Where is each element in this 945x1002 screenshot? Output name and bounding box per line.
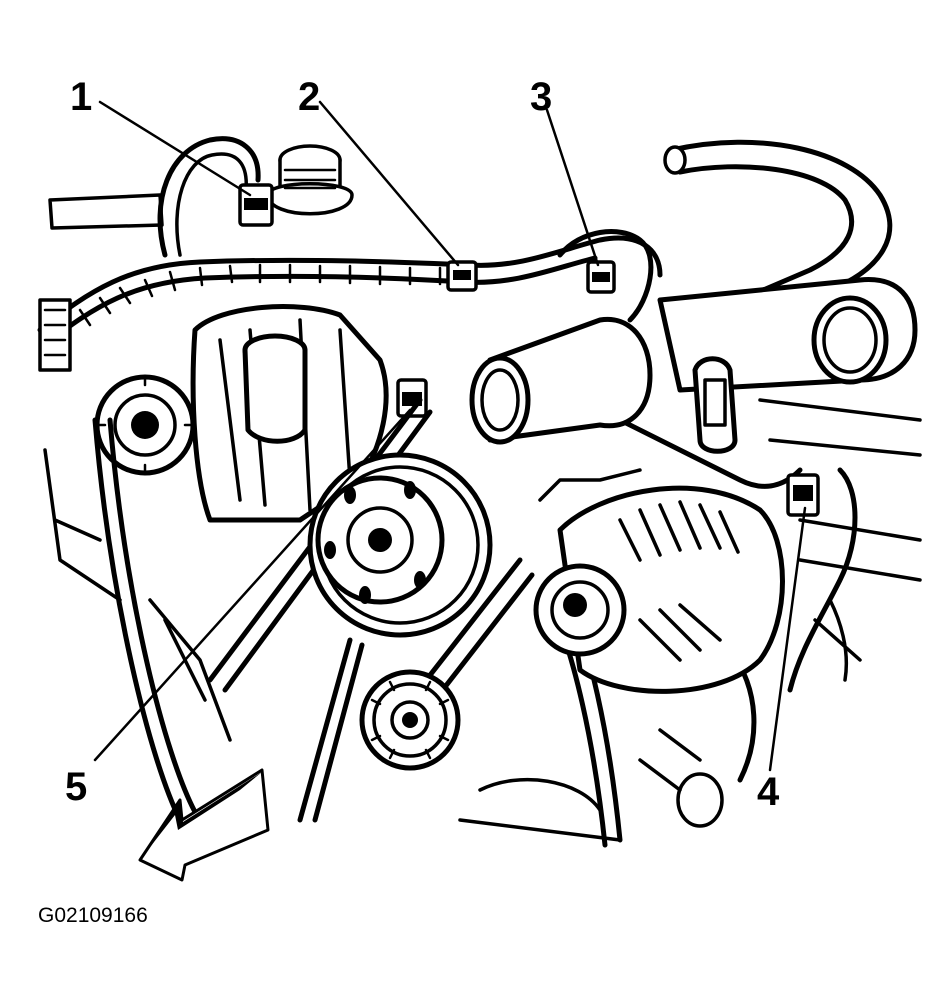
- callout-leaders: [93, 100, 807, 772]
- callout-number-3: 3: [530, 75, 552, 119]
- callout-number-2: 2: [298, 75, 320, 119]
- engine-front-accessory-drive-icon: [37, 136, 922, 848]
- idler-pulley-icon: [359, 669, 461, 771]
- oil-cap-icon: [266, 144, 354, 216]
- figure-id: G02109166: [38, 904, 148, 927]
- front-arrow-icon: [138, 768, 270, 882]
- ac-compressor-pulley-icon: [307, 452, 493, 638]
- callout-number-4: 4: [757, 770, 780, 814]
- leader-line-4: [768, 506, 807, 772]
- callout-number-1: 1: [70, 75, 92, 119]
- leader-line-1: [98, 100, 252, 197]
- leader-line-2: [318, 100, 460, 267]
- leader-line-5: [93, 408, 412, 762]
- callout-number-5: 5: [65, 765, 87, 809]
- leader-line-3: [545, 108, 600, 267]
- alternator-icon: [533, 468, 785, 694]
- cylinder-component-icon: [469, 316, 653, 445]
- wiring-harness-icon: [37, 136, 858, 783]
